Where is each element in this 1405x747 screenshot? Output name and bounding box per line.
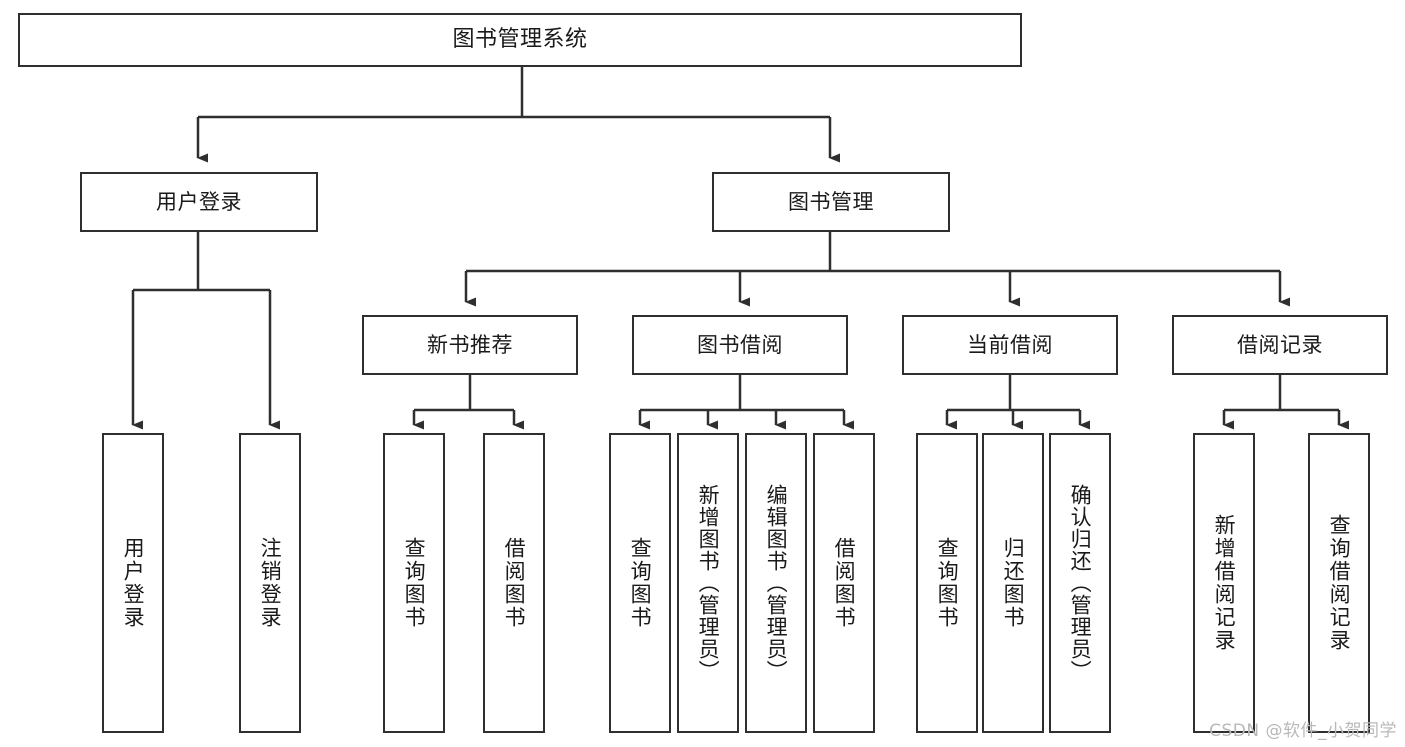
leaf-node-user-login[interactable]: 用户登录 — [102, 433, 164, 733]
leaf-node-confirm-return-admin[interactable]: 确认归还（管理员） — [1049, 433, 1111, 733]
leaf-node-edit-book-admin[interactable]: 编辑图书（管理员） — [745, 433, 807, 733]
leaf-node-logout-login[interactable]: 注销登录 — [239, 433, 301, 733]
leaf-node-add-book-admin[interactable]: 新增图书（管理员） — [677, 433, 739, 733]
leaf-node-query-book-2[interactable]: 查询图书 — [609, 433, 671, 733]
node-root-book-management-system[interactable]: 图书管理系统 — [18, 13, 1022, 67]
leaf-node-query-book-1[interactable]: 查询图书 — [383, 433, 445, 733]
node-borrow-record[interactable]: 借阅记录 — [1172, 315, 1388, 375]
node-label: 图书借阅 — [697, 332, 783, 357]
node-label: 新书推荐 — [427, 332, 513, 357]
node-label: 注销登录 — [258, 537, 283, 629]
node-new-book-recommend[interactable]: 新书推荐 — [362, 315, 578, 375]
node-current-borrow[interactable]: 当前借阅 — [902, 315, 1118, 375]
node-label: 图书管理系统 — [452, 27, 588, 53]
node-label: 查询图书 — [935, 537, 960, 629]
node-book-management[interactable]: 图书管理 — [712, 172, 950, 232]
node-label: 当前借阅 — [967, 332, 1053, 357]
node-label: 查询借阅记录 — [1327, 514, 1352, 652]
node-label: 查询图书 — [628, 537, 653, 629]
node-label: 图书管理 — [788, 189, 874, 214]
node-label: 借阅图书 — [502, 537, 527, 629]
node-label: 查询图书 — [402, 537, 427, 629]
node-label: 新增借阅记录 — [1212, 514, 1237, 652]
node-label: 借阅图书 — [832, 537, 857, 629]
node-label: 确认归还（管理员） — [1068, 484, 1093, 682]
leaf-node-query-book-3[interactable]: 查询图书 — [916, 433, 978, 733]
leaf-node-add-borrow-record[interactable]: 新增借阅记录 — [1193, 433, 1255, 733]
node-label: 新增图书（管理员） — [696, 484, 721, 682]
leaf-node-borrow-book-1[interactable]: 借阅图书 — [483, 433, 545, 733]
node-label: 用户登录 — [156, 189, 242, 214]
node-label: 借阅记录 — [1237, 332, 1323, 357]
node-label: 编辑图书（管理员） — [764, 484, 789, 682]
node-book-borrow[interactable]: 图书借阅 — [632, 315, 848, 375]
watermark-text: CSDN @软件_小贺同学 — [1209, 721, 1397, 741]
leaf-node-return-book[interactable]: 归还图书 — [982, 433, 1044, 733]
node-label: 用户登录 — [121, 537, 146, 629]
leaf-node-borrow-book-2[interactable]: 借阅图书 — [813, 433, 875, 733]
leaf-node-query-borrow-record[interactable]: 查询借阅记录 — [1308, 433, 1370, 733]
node-user-login[interactable]: 用户登录 — [80, 172, 318, 232]
node-label: 归还图书 — [1001, 537, 1026, 629]
